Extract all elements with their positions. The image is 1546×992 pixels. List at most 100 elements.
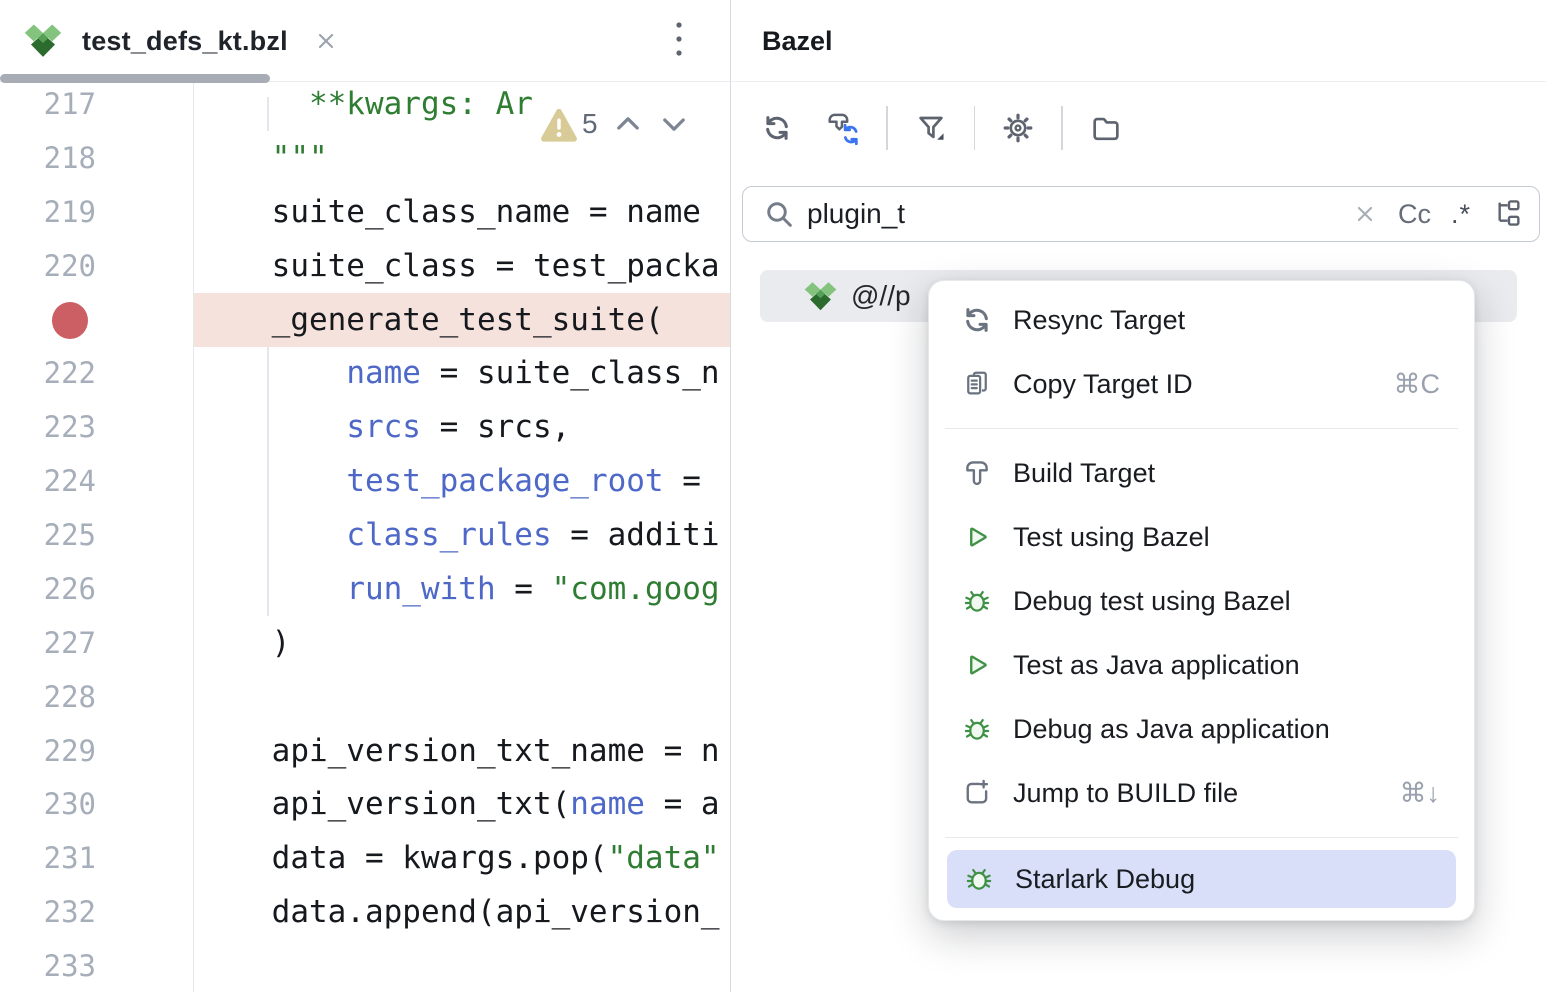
bazel-toolbar <box>754 96 1129 160</box>
editor-line: 225 class_rules = additi <box>0 508 730 562</box>
tree-structure-icon[interactable] <box>1491 198 1523 230</box>
editor-line: 220 suite_class = test_packa <box>0 239 730 293</box>
line-number[interactable]: 217 <box>43 87 96 121</box>
match-case-toggle[interactable]: Cc <box>1397 198 1431 229</box>
menu-item-test-using-bazel[interactable]: Test using Bazel <box>929 505 1474 569</box>
code-line-text[interactable]: api_version_txt(name = a <box>197 786 720 823</box>
next-warning-chevron-down-icon[interactable] <box>658 108 690 140</box>
line-number[interactable]: 223 <box>43 410 96 445</box>
menu-item-build-target[interactable]: Build Target <box>929 441 1474 505</box>
menu-item-label: Test using Bazel <box>1013 521 1210 552</box>
menu-item-copy-target-id[interactable]: Copy Target ID ⌘C <box>929 352 1474 416</box>
code-line-text[interactable]: ) <box>197 624 291 661</box>
menu-item-label: Debug test using Bazel <box>1013 585 1291 616</box>
indent-guide <box>267 347 269 616</box>
menu-item-starlark-debug[interactable]: Starlark Debug <box>947 850 1456 908</box>
regex-toggle[interactable]: .* <box>1450 198 1471 229</box>
editor-line: 224 test_package_root = <box>0 454 730 508</box>
tab-close-icon[interactable] <box>314 29 338 53</box>
menu-item-debug-as-java-application[interactable]: Debug as Java application <box>929 697 1474 761</box>
menu-item-jump-to-build-file[interactable]: Jump to BUILD file⌘↓ <box>929 761 1474 825</box>
code-line-text[interactable]: data.append(api_version_ <box>197 894 720 931</box>
line-number[interactable]: 232 <box>43 895 96 930</box>
menu-item-label: Build Target <box>1013 457 1156 488</box>
line-number[interactable]: 226 <box>43 571 96 606</box>
code-line-text[interactable]: class_rules = additi <box>346 517 720 553</box>
line-number[interactable]: 222 <box>43 356 96 391</box>
play-icon <box>961 649 993 681</box>
panel-title: Bazel <box>762 26 833 56</box>
search-input[interactable]: plugin_t <box>807 198 906 229</box>
menu-item-label: Copy Target ID <box>1013 368 1193 399</box>
code-line-text[interactable]: **kwargs: Ar <box>197 86 533 122</box>
code-line-text[interactable]: """ <box>197 139 328 176</box>
sync-button[interactable] <box>754 105 800 151</box>
code-line-text[interactable]: data = kwargs.pop("data" <box>197 840 720 877</box>
menu-separator <box>945 837 1458 838</box>
build-sync-button[interactable] <box>820 105 866 151</box>
line-number[interactable]: 233 <box>43 949 96 983</box>
editor-line: _generate_test_suite( <box>0 292 730 347</box>
target-search-field[interactable]: plugin_t Cc .* <box>742 186 1540 242</box>
menu-item-debug-test-using-bazel[interactable]: Debug test using Bazel <box>929 569 1474 633</box>
menu-item-label: Resync Target <box>1013 304 1186 335</box>
code-line-text[interactable]: srcs = srcs, <box>346 409 571 446</box>
editor-line: 223 srcs = srcs, <box>0 400 730 454</box>
editor-horizontal-scrollbar[interactable] <box>0 74 270 83</box>
menu-item-resync-target[interactable]: Resync Target <box>929 288 1474 352</box>
copy-icon <box>961 368 993 400</box>
editor-line: 233 <box>0 939 730 992</box>
code-line-text[interactable]: name = suite_class_n <box>346 355 720 392</box>
code-line-text[interactable]: test_package_root = <box>346 463 720 500</box>
target-label: @//p <box>851 280 911 311</box>
bazel-target-icon <box>804 281 837 312</box>
editor-line: 227 ) <box>0 616 730 670</box>
play-icon <box>961 521 993 553</box>
tab-options-kebab-icon[interactable] <box>664 20 694 62</box>
menu-item-label: Test as Java application <box>1013 649 1300 680</box>
previous-warning-chevron-up-icon[interactable] <box>612 108 644 140</box>
tab-test-defs-kt-bzl[interactable]: test_defs_kt.bzl <box>0 0 338 82</box>
line-number[interactable]: 224 <box>43 464 96 499</box>
folder-button[interactable] <box>1083 105 1129 151</box>
clear-search-icon[interactable] <box>1352 201 1378 227</box>
search-icon <box>763 198 795 230</box>
hammer-icon <box>961 457 993 489</box>
warning-icon[interactable] <box>540 107 578 142</box>
bazel-panel-header: Bazel <box>732 0 1546 82</box>
settings-button[interactable] <box>995 105 1041 151</box>
jump-icon <box>961 777 993 809</box>
editor-line: 222 name = suite_class_n <box>0 346 730 400</box>
line-number[interactable]: 228 <box>43 679 96 714</box>
indent-guide <box>267 97 269 131</box>
line-number[interactable]: 218 <box>43 140 96 175</box>
code-line-text[interactable]: run_with = "com.goog <box>346 570 720 607</box>
code-line-text[interactable]: suite_class = test_packa <box>197 247 720 284</box>
breakpoint-icon[interactable] <box>52 301 88 339</box>
line-number[interactable]: 231 <box>43 841 96 876</box>
code-line-text[interactable]: _generate_test_suite( <box>197 301 664 338</box>
editor-line: 218 """ <box>0 131 730 185</box>
line-number[interactable]: 225 <box>43 518 96 552</box>
toolbar-separator <box>1061 106 1063 150</box>
filter-button[interactable] <box>908 105 954 151</box>
menu-separator <box>945 428 1458 429</box>
sync-icon <box>961 304 993 336</box>
menu-item-test-as-java-application[interactable]: Test as Java application <box>929 633 1474 697</box>
code-line-text[interactable]: api_version_txt_name = n <box>197 732 720 769</box>
line-number[interactable]: 229 <box>43 733 96 768</box>
editor-line: 228 <box>0 670 730 724</box>
code-line-text[interactable]: suite_class_name = name <box>197 193 701 230</box>
inspection-widget: 5 <box>536 102 694 146</box>
menu-item-shortcut: ⌘C <box>1393 368 1441 399</box>
menu-item-label: Starlark Debug <box>1015 863 1196 894</box>
tab-title: test_defs_kt.bzl <box>82 25 288 56</box>
line-number[interactable]: 227 <box>43 625 96 660</box>
line-number[interactable]: 230 <box>43 787 96 822</box>
line-number[interactable]: 219 <box>43 194 96 229</box>
bug-icon <box>961 585 993 617</box>
line-number[interactable]: 220 <box>43 248 96 283</box>
editor-line: 232 data.append(api_version_ <box>0 885 730 939</box>
toolbar-separator <box>973 106 975 150</box>
